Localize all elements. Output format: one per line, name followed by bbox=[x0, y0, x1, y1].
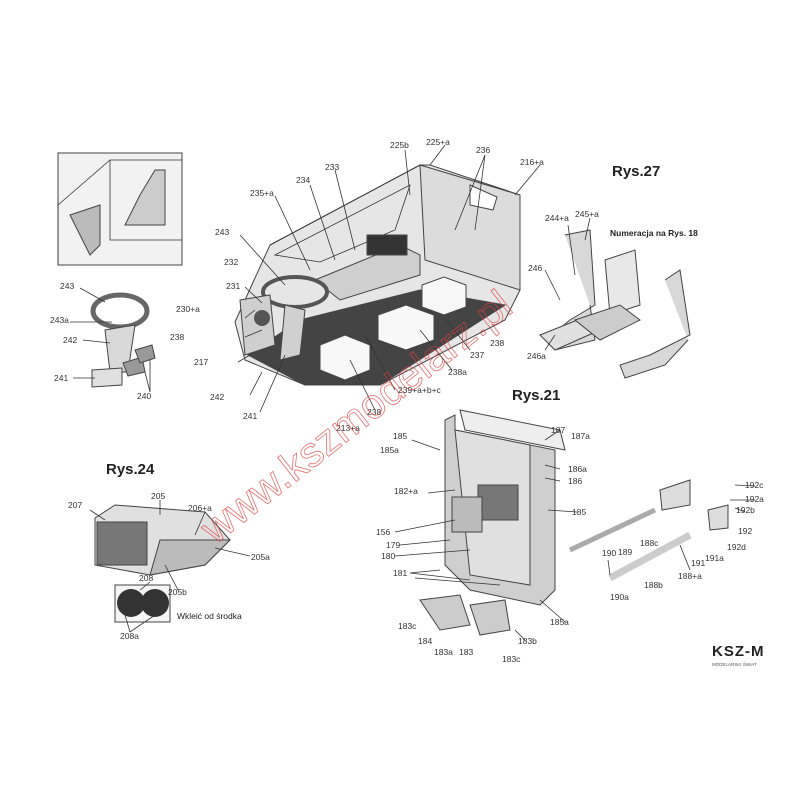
part-label: 190a bbox=[610, 592, 629, 602]
part-label: 243a bbox=[50, 315, 69, 325]
part-label: 213+a bbox=[336, 423, 360, 433]
part-label: 239+a+b+c bbox=[398, 385, 442, 395]
part-label: 242 bbox=[63, 335, 77, 345]
figure-title-rys21: Rys.21 bbox=[512, 387, 560, 404]
part-label: 241 bbox=[54, 373, 68, 383]
part-label: 246 bbox=[528, 263, 542, 273]
rys24-note: Wkleić od środka bbox=[177, 611, 242, 621]
rys24-part-labels: 207 205 206+a 205a 205b 208 208a Wkleić … bbox=[68, 491, 270, 641]
part-label: 217 bbox=[194, 357, 208, 367]
part-label: 185a bbox=[380, 445, 399, 455]
part-label: 208 bbox=[139, 573, 153, 583]
part-label: 188c bbox=[640, 538, 659, 548]
logo-subtitle: MODELARSKI ŚWIAT bbox=[712, 660, 757, 667]
part-label: 207 bbox=[68, 500, 82, 510]
part-label: 245+a bbox=[575, 209, 599, 219]
cab-interior-drawing bbox=[234, 164, 521, 386]
part-label: 191 bbox=[691, 558, 705, 568]
rys21-hatch-drawing bbox=[419, 409, 729, 636]
figure-title-rys24: Rys.24 bbox=[106, 461, 155, 478]
part-label: 183c bbox=[398, 621, 417, 631]
part-label: 208a bbox=[120, 631, 139, 641]
part-label: 185 bbox=[393, 431, 407, 441]
part-label: 187a bbox=[571, 431, 590, 441]
part-label: 181 bbox=[393, 568, 407, 578]
part-label: 183 bbox=[459, 647, 473, 657]
part-label: 187 bbox=[551, 425, 565, 435]
part-label: 188+a bbox=[678, 571, 702, 581]
part-label: 190 bbox=[602, 548, 616, 558]
cab-part-labels: 225b 225+a 236 216+a 233 234 235+a 243 2… bbox=[170, 137, 544, 433]
part-label: 183b bbox=[518, 636, 537, 646]
part-label: 230+a bbox=[176, 304, 200, 314]
part-label: 233 bbox=[325, 162, 339, 172]
part-label: 183c bbox=[502, 654, 521, 664]
part-label: 180 bbox=[381, 551, 395, 561]
part-label: 205a bbox=[251, 552, 270, 562]
steering-wheel-drawing bbox=[90, 292, 156, 388]
part-label: 237 bbox=[470, 350, 484, 360]
part-label: 179 bbox=[386, 540, 400, 550]
part-label: 192c bbox=[745, 480, 764, 490]
leader-lines bbox=[70, 144, 756, 641]
part-label: 186a bbox=[568, 464, 587, 474]
part-label: 238 bbox=[490, 338, 504, 348]
rys27-seats-drawing bbox=[539, 229, 691, 379]
part-label: 241 bbox=[243, 411, 257, 421]
inset-cab-sketch bbox=[57, 152, 183, 266]
part-label: 243 bbox=[60, 281, 74, 291]
part-label: 235+a bbox=[250, 188, 274, 198]
part-label: 205b bbox=[168, 587, 187, 597]
part-label: 185a bbox=[550, 617, 569, 627]
part-label: 183a bbox=[434, 647, 453, 657]
part-label: 234 bbox=[296, 175, 310, 185]
part-label: 186 bbox=[568, 476, 582, 486]
part-label: 156 bbox=[376, 527, 390, 537]
part-label: 232 bbox=[224, 257, 238, 267]
part-label: 243 bbox=[215, 227, 229, 237]
part-label: 231 bbox=[226, 281, 240, 291]
rys27-part-labels: 244+a 245+a 246 246a Numeracja na Rys. 1… bbox=[527, 209, 698, 361]
wheel-part-labels: 243 243a 242 241 240 bbox=[50, 281, 151, 401]
part-label: 240 bbox=[137, 391, 151, 401]
part-label: 188b bbox=[644, 580, 663, 590]
part-label: 191a bbox=[705, 553, 724, 563]
part-label: 225b bbox=[390, 140, 409, 150]
part-label: 185 bbox=[572, 507, 586, 517]
part-label: 244+a bbox=[545, 213, 569, 223]
part-label: 238 bbox=[170, 332, 184, 342]
logo-brand: KSZ-M bbox=[712, 643, 765, 660]
part-label: 238 bbox=[367, 407, 381, 417]
part-label: 192a bbox=[745, 494, 764, 504]
part-label: 205 bbox=[151, 491, 165, 501]
part-label: 236 bbox=[476, 145, 490, 155]
part-label: 206+a bbox=[188, 503, 212, 513]
part-label: 238a bbox=[448, 367, 467, 377]
figure-title-rys27: Rys.27 bbox=[612, 163, 660, 180]
ksz-m-logo: KSZ-M MODELARSKI ŚWIAT bbox=[712, 643, 765, 667]
rys24-drawing bbox=[94, 504, 232, 623]
rys21-part-labels: 187 187a 186a 186 185 185a 182+a 185 156… bbox=[376, 425, 764, 664]
part-label: 225+a bbox=[426, 137, 450, 147]
rys27-note: Numeracja na Rys. 18 bbox=[610, 228, 698, 238]
part-label: 192 bbox=[738, 526, 752, 536]
part-label: 184 bbox=[418, 636, 432, 646]
part-label: 246a bbox=[527, 351, 546, 361]
part-label: 189 bbox=[618, 547, 632, 557]
part-label: 216+a bbox=[520, 157, 544, 167]
part-label: 242 bbox=[210, 392, 224, 402]
part-label: 182+a bbox=[394, 486, 418, 496]
part-label: 192d bbox=[727, 542, 746, 552]
part-label: 192b bbox=[736, 505, 755, 515]
